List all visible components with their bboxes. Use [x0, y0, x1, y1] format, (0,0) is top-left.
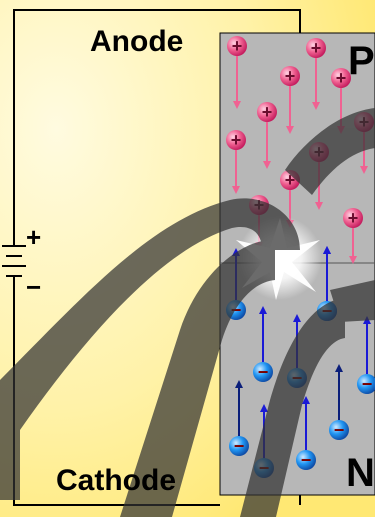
p-region-label: P [348, 39, 375, 83]
hole-sign: + [231, 130, 242, 150]
hole-sign: + [262, 102, 273, 122]
electron-sign: − [234, 436, 245, 456]
battery-positive-sign: + [26, 222, 41, 252]
hole-sign: + [311, 38, 322, 58]
cathode-label: Cathode [56, 464, 176, 497]
electron-sign: − [334, 420, 345, 440]
electron-sign: − [258, 362, 269, 382]
electron-sign: − [301, 450, 312, 470]
electron-sign: − [362, 374, 373, 394]
n-region-label: N [346, 451, 375, 495]
hole-sign: + [232, 36, 243, 56]
anode-label: Anode [90, 25, 183, 58]
hole-sign: + [348, 208, 359, 228]
hole-sign: + [336, 68, 347, 88]
battery-negative-sign: − [26, 272, 41, 302]
hole-sign: + [285, 66, 296, 86]
